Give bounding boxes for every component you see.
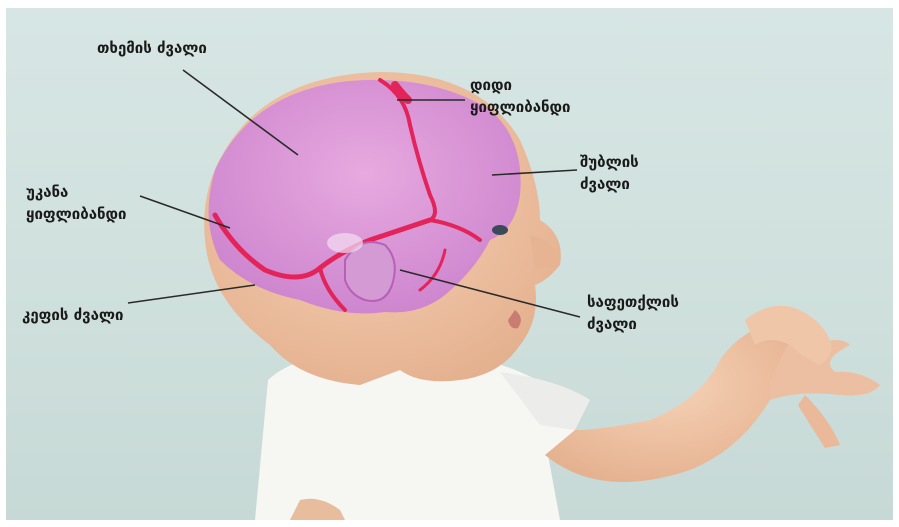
baby-fingers (798, 395, 840, 448)
label-posterior-fontanelle-line1: უკანა (26, 182, 68, 203)
label-temporal-bone-line2: ძვალი (587, 314, 637, 335)
label-temporal-bone-line1: საფეთქლის (587, 292, 679, 313)
label-occipital-bone: კეფის ძვალი (22, 305, 124, 326)
label-parietal-bone: თხემის ძვალი (97, 38, 207, 59)
baby-eye (492, 225, 508, 235)
label-anterior-fontanelle-line1: დიდი (470, 75, 512, 96)
ear-highlight (327, 233, 363, 253)
label-anterior-fontanelle-line2: ყიფლიბანდი (470, 97, 571, 118)
label-posterior-fontanelle-line2: ყიფლიბანდი (26, 204, 127, 225)
label-frontal-bone-line2: ძვალი (580, 174, 630, 195)
label-frontal-bone-line1: შუბლის (580, 152, 639, 173)
